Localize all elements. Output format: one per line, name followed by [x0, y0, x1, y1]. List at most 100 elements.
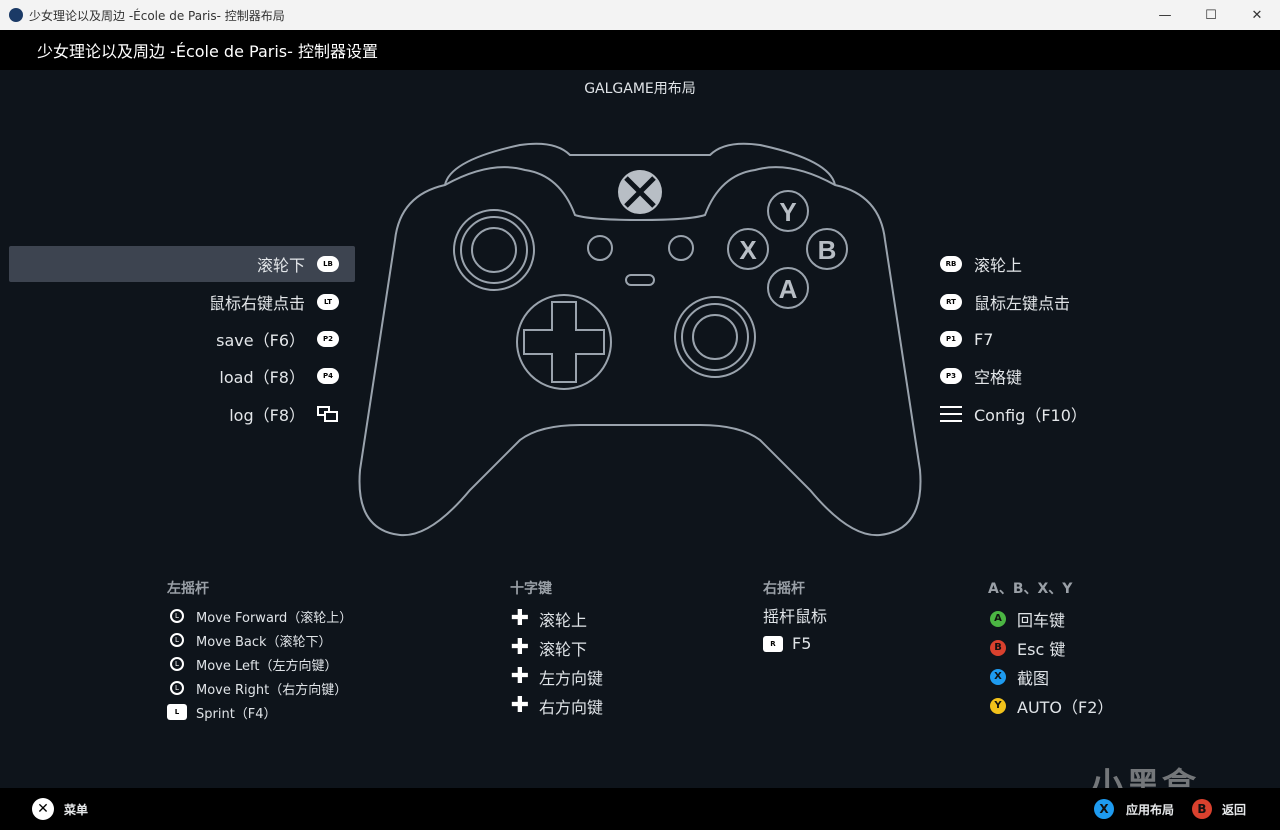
item-label: F5	[792, 634, 812, 653]
mapping-rb[interactable]: RB 滚轮上	[940, 246, 1240, 282]
mapping-rt[interactable]: RT 鼠标左键点击	[940, 284, 1240, 320]
list-item[interactable]: L Move Left（左方向键）	[167, 652, 352, 676]
x-label: X	[739, 235, 757, 265]
item-label: 截图	[1017, 668, 1050, 688]
right-stick-click-icon: R	[763, 635, 783, 652]
list-item[interactable]: A 回车键	[988, 604, 1113, 633]
mapping-label: load（F8）	[219, 368, 305, 387]
mapping-label: 鼠标左键点击	[974, 294, 1071, 313]
minimize-button[interactable]: —	[1158, 7, 1172, 23]
p4-icon: P4	[317, 368, 339, 384]
list-item[interactable]: ✚ 滚轮上	[510, 604, 603, 633]
list-item[interactable]: ✚ 右方向键	[510, 691, 603, 720]
back-label: 返回	[1222, 802, 1247, 817]
mapping-lt[interactable]: 鼠标右键点击 LT	[9, 284, 355, 320]
x-button-icon: X	[1094, 799, 1114, 819]
item-label: 左方向键	[539, 668, 604, 688]
face-buttons-section: A、B、X、Y A 回车键 B Esc 键 X 截图 Y AUTO（F2）	[988, 578, 1113, 720]
item-label: 滚轮上	[539, 610, 588, 630]
p3-icon: P3	[940, 368, 962, 384]
b-button-icon: B	[990, 639, 1006, 656]
p1-icon: P1	[940, 331, 962, 347]
item-label: 滚轮下	[539, 639, 588, 659]
item-label: Sprint（F4）	[196, 706, 277, 722]
list-item[interactable]: ✚ 左方向键	[510, 662, 603, 691]
dpad-left-icon: ✚	[510, 664, 530, 689]
p2-icon: P2	[317, 331, 339, 347]
mapping-view[interactable]: log（F8）	[9, 396, 355, 432]
list-item[interactable]: Y AUTO（F2）	[988, 691, 1113, 720]
rb-icon: RB	[940, 256, 962, 272]
a-label: A	[779, 274, 798, 304]
right-stick-section: 右摇杆 摇杆鼠标 R F5	[763, 578, 827, 658]
item-label: Move Left（左方向键）	[196, 658, 338, 674]
mapping-label: save（F6）	[216, 331, 305, 350]
mapping-lb[interactable]: 滚轮下 LB	[9, 246, 355, 282]
x-button-icon: X	[990, 668, 1006, 685]
item-label: Esc 键	[1017, 639, 1066, 659]
mapping-label: 滚轮下	[256, 256, 305, 275]
mapping-p3[interactable]: P3 空格键	[940, 358, 1240, 394]
mapping-p1[interactable]: P1 F7	[940, 321, 1240, 357]
mapping-label: 鼠标右键点击	[208, 294, 305, 313]
rt-icon: RT	[940, 294, 962, 310]
list-item[interactable]: R F5	[763, 629, 827, 658]
page-title: 少女理论以及周边 -École de Paris- 控制器设置	[37, 42, 378, 61]
item-label: AUTO（F2）	[1017, 697, 1114, 717]
maximize-button[interactable]: ☐	[1205, 7, 1217, 23]
item-label: Move Forward（滚轮上）	[196, 610, 353, 626]
section-title: 十字键	[510, 581, 552, 597]
lb-icon: LB	[317, 256, 339, 272]
b-label: B	[818, 235, 837, 265]
dpad-up-icon: ✚	[510, 606, 530, 631]
left-stick-left-icon: L	[170, 657, 184, 671]
y-button-icon: Y	[990, 697, 1006, 714]
mapping-label: 空格键	[974, 368, 1023, 387]
item-label: 回车键	[1017, 610, 1066, 630]
left-stick-click-icon: L	[167, 704, 187, 720]
list-item[interactable]: ✚ 滚轮下	[510, 633, 603, 662]
mapping-p2[interactable]: save（F6） P2	[9, 321, 355, 357]
right-stick-mode[interactable]: 摇杆鼠标	[763, 606, 828, 626]
window-title: 少女理论以及周边 -École de Paris- 控制器布局	[29, 8, 285, 23]
menu-label[interactable]: 菜单	[64, 802, 89, 817]
item-label: Move Back（滚轮下）	[196, 634, 332, 650]
steam-icon	[9, 8, 23, 22]
mapping-label: Config（F10）	[974, 406, 1087, 425]
mapping-menu[interactable]: Config（F10）	[940, 396, 1240, 432]
window-titlebar: 少女理论以及周边 -École de Paris- 控制器布局 — ☐ ✕	[0, 0, 1280, 30]
mapping-p4[interactable]: load（F8） P4	[9, 358, 355, 394]
list-item[interactable]: L Sprint（F4）	[167, 700, 352, 724]
list-item[interactable]: X 截图	[988, 662, 1113, 691]
page-header: 少女理论以及周边 -École de Paris- 控制器设置	[0, 30, 1280, 70]
list-item[interactable]: B Esc 键	[988, 633, 1113, 662]
layout-name: GALGAME用布局	[584, 81, 696, 97]
back-button[interactable]: B 返回	[1192, 799, 1246, 819]
section-title: 右摇杆	[763, 581, 805, 597]
lt-icon: LT	[317, 294, 339, 310]
xbox-guide-icon[interactable]: ✕	[32, 798, 54, 820]
a-button-icon: A	[990, 610, 1006, 627]
dpad-right-icon: ✚	[510, 693, 530, 718]
dpad-section: 十字键 ✚ 滚轮上 ✚ 滚轮下 ✚ 左方向键 ✚ 右方向键	[510, 578, 603, 720]
menu-icon	[940, 406, 962, 422]
section-title: 左摇杆	[167, 581, 209, 597]
mapping-label: log（F8）	[229, 406, 305, 425]
dpad-down-icon: ✚	[510, 635, 530, 660]
controller-diagram: Y X B A	[358, 142, 922, 537]
mapping-label: F7	[974, 329, 994, 349]
mapping-label: 滚轮上	[974, 256, 1023, 275]
b-button-icon: B	[1192, 799, 1212, 819]
left-stick-right-icon: L	[170, 681, 184, 695]
close-button[interactable]: ✕	[1251, 7, 1263, 23]
y-label: Y	[779, 197, 796, 227]
item-label: 右方向键	[539, 697, 604, 717]
section-title: A、B、X、Y	[988, 581, 1073, 597]
view-icon	[317, 406, 339, 422]
